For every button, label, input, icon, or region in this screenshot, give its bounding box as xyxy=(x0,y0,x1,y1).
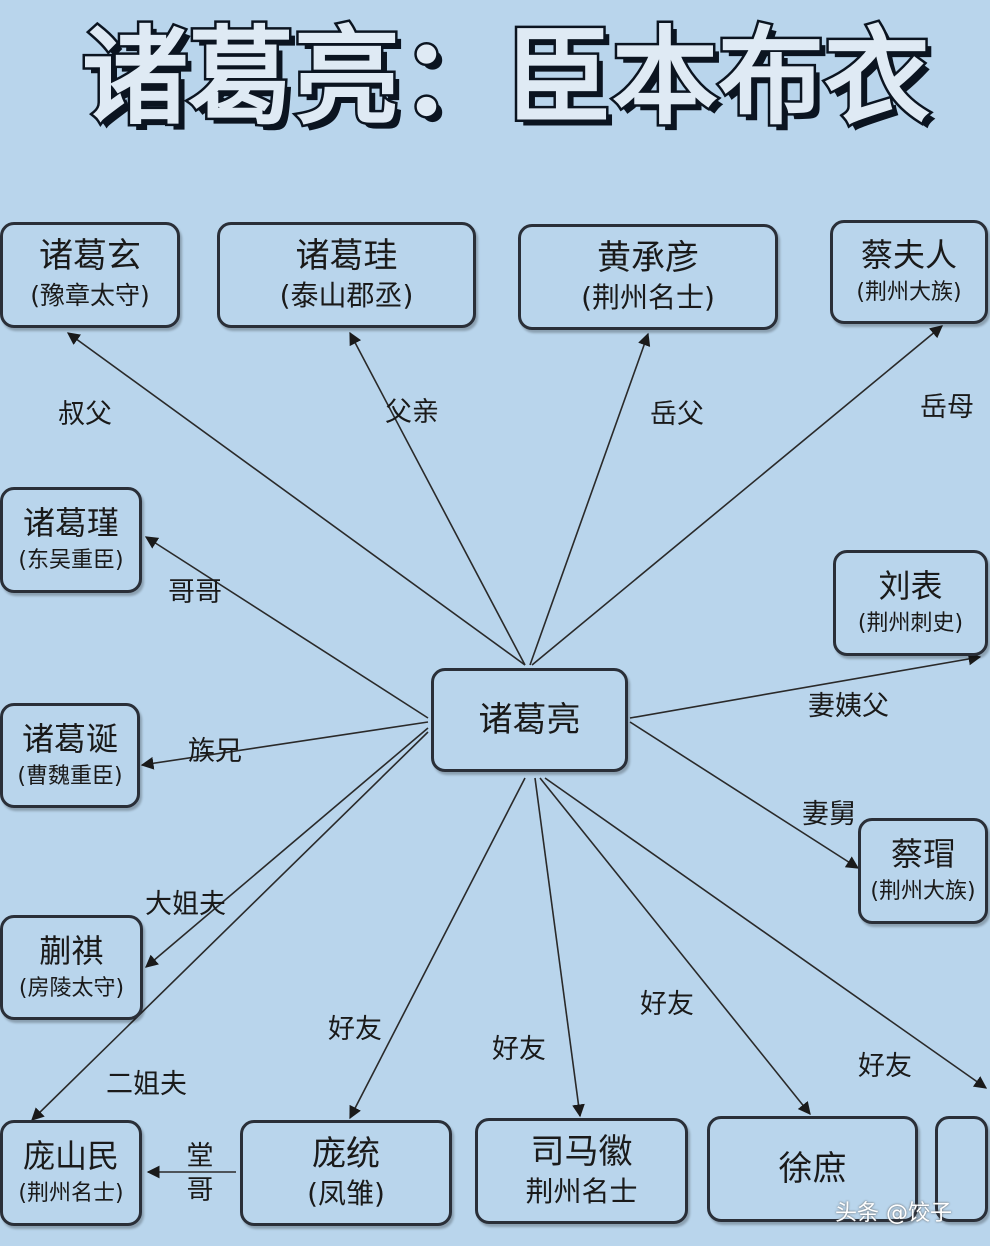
edge-label-pang-shanmin: 堂哥 xyxy=(186,1141,214,1206)
node-xuan: 诸葛玄(豫章太守) xyxy=(0,222,180,328)
edge-label-gui: 父亲 xyxy=(385,397,439,428)
node-liubiao: 刘表(荆州刺史) xyxy=(833,550,988,656)
node-simahui: 司马徽荆州名士 xyxy=(475,1118,688,1224)
node-huang: 黄承彦(荆州名士) xyxy=(518,224,778,330)
arrow-offscreen xyxy=(544,777,988,1089)
arrow-dan xyxy=(140,721,429,770)
arrow-shanmin xyxy=(31,731,429,1121)
edge-label-caimao: 妻舅 xyxy=(802,799,856,830)
edge-label-jin: 哥哥 xyxy=(168,577,222,608)
arrow-cai-furen xyxy=(531,325,943,666)
arrow-xushu xyxy=(539,777,811,1115)
node-jin: 诸葛瑾(东吴重臣) xyxy=(0,487,142,593)
node-dan: 诸葛诞(曹魏重臣) xyxy=(0,703,140,808)
edge-label-cai-furen: 岳母 xyxy=(920,392,974,423)
arrow-kuaiqi xyxy=(145,727,429,968)
edge-label-pangtong: 好友 xyxy=(328,1014,382,1045)
node-gui: 诸葛珪(泰山郡丞) xyxy=(217,222,476,328)
arrow-simahui xyxy=(534,777,585,1118)
watermark: 头条 @饺子 xyxy=(835,1201,952,1226)
node-pangtong: 庞统(凤雏) xyxy=(240,1120,452,1226)
edge-label-xushu: 好友 xyxy=(640,989,694,1020)
arrow-liubiao xyxy=(629,652,982,719)
arrow-caimao xyxy=(629,721,860,869)
node-kuaiqi: 蒯祺(房陵太守) xyxy=(0,915,143,1020)
node-caimao: 蔡瑁(荆州大族) xyxy=(858,818,988,924)
edge-label-kuaiqi: 大姐夫 xyxy=(145,889,226,920)
node-center: 诸葛亮 xyxy=(431,668,628,772)
edge-label-shanmin: 二姐夫 xyxy=(106,1069,187,1100)
arrow-xuan xyxy=(66,332,526,666)
node-xushu: 徐庶 xyxy=(707,1116,918,1222)
edge-label-offscreen: 好友 xyxy=(858,1051,912,1082)
edge-label-dan: 族兄 xyxy=(188,736,242,767)
node-cai-furen: 蔡夫人(荆州大族) xyxy=(830,220,988,324)
arrow-huang xyxy=(529,332,651,666)
arrow-gui xyxy=(349,331,526,666)
edge-label-huang: 岳父 xyxy=(650,399,704,430)
edge-label-xuan: 叔父 xyxy=(58,399,112,430)
edge-label-liubiao: 妻姨父 xyxy=(808,691,889,722)
arrow-pangtong xyxy=(349,777,526,1120)
node-offscreen xyxy=(935,1116,988,1222)
node-shanmin: 庞山民(荆州名士) xyxy=(0,1120,142,1226)
page-title: 诸葛亮：臣本布衣 xyxy=(80,14,933,142)
edge-label-simahui: 好友 xyxy=(492,1034,546,1065)
arrow-jin xyxy=(144,536,429,719)
